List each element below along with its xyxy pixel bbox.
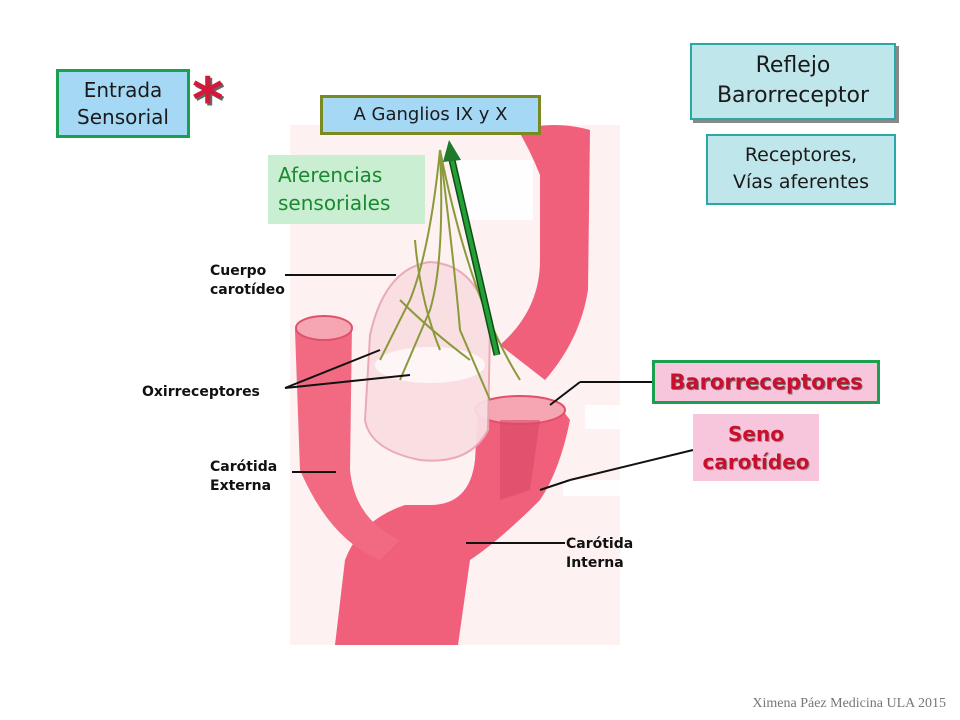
interna-label: Carótida Interna [566, 535, 633, 573]
afferent-arrow-shaft-inner [450, 159, 499, 356]
subtitle-box: Receptores, Vías aferentes [706, 134, 896, 205]
upper-vessel [500, 125, 590, 380]
aferencias-line-2: sensoriales [278, 191, 391, 215]
oxi-pointer-2 [284, 374, 411, 389]
title-line-2: Barorreceptor [716, 83, 870, 108]
external-carotid-lumen [295, 315, 353, 341]
interna-line-1: Carótida [566, 536, 634, 552]
blank-patch [458, 160, 533, 220]
seno-pointer [539, 479, 571, 491]
baro-pointer [549, 381, 581, 406]
baro-box: Barorreceptores [652, 360, 880, 404]
title-box: Reflejo Barorreceptor [690, 43, 896, 120]
external-carotid-artery [295, 318, 400, 560]
entrada-line-2: Sensorial [77, 105, 169, 129]
cuerpo-line-2: carotídeo [210, 282, 285, 298]
aferencias-box: Aferencias sensoriales [268, 155, 425, 224]
pointer-lines [284, 274, 694, 544]
seno-pointer-h [569, 449, 694, 481]
ganglios-label: A Ganglios IX y X [353, 104, 508, 125]
interna-line-2: Interna [566, 555, 624, 571]
entrada-line-1: Entrada [83, 78, 163, 102]
externa-line-2: Externa [210, 478, 272, 494]
nerve-fibers [379, 149, 521, 401]
title-line-1: Reflejo [755, 53, 831, 78]
seno-box: Seno carotídeo [693, 414, 819, 481]
aferencias-line-1: Aferencias [278, 163, 383, 187]
afferent-arrow-head [443, 140, 461, 162]
seno-line-1: Seno [728, 422, 784, 446]
ganglios-box: A Ganglios IX y X [320, 95, 541, 135]
blank-patch [585, 405, 663, 429]
internal-carotid-shading [500, 420, 540, 500]
footer-credit: Ximena Páez Medicina ULA 2015 [752, 696, 946, 711]
entrada-box: Entrada Sensorial [56, 69, 190, 138]
oxi-label: Oxirreceptores [142, 384, 260, 400]
cuerpo-line-1: Cuerpo [210, 263, 267, 279]
subtitle-line-2: Vías aferentes [732, 171, 870, 193]
oxi-pointer-1 [284, 349, 381, 389]
externa-line-1: Carótida [210, 459, 278, 475]
baro-label: Barorreceptores [669, 370, 863, 394]
subtitle-line-1: Receptores, [744, 144, 858, 166]
cuerpo-label: Cuerpo carotídeo [210, 262, 285, 300]
externa-label: Carótida Externa [210, 458, 277, 496]
star-icon: * [192, 65, 224, 135]
blank-patch [563, 480, 669, 496]
seno-line-2: carotídeo [702, 450, 810, 474]
